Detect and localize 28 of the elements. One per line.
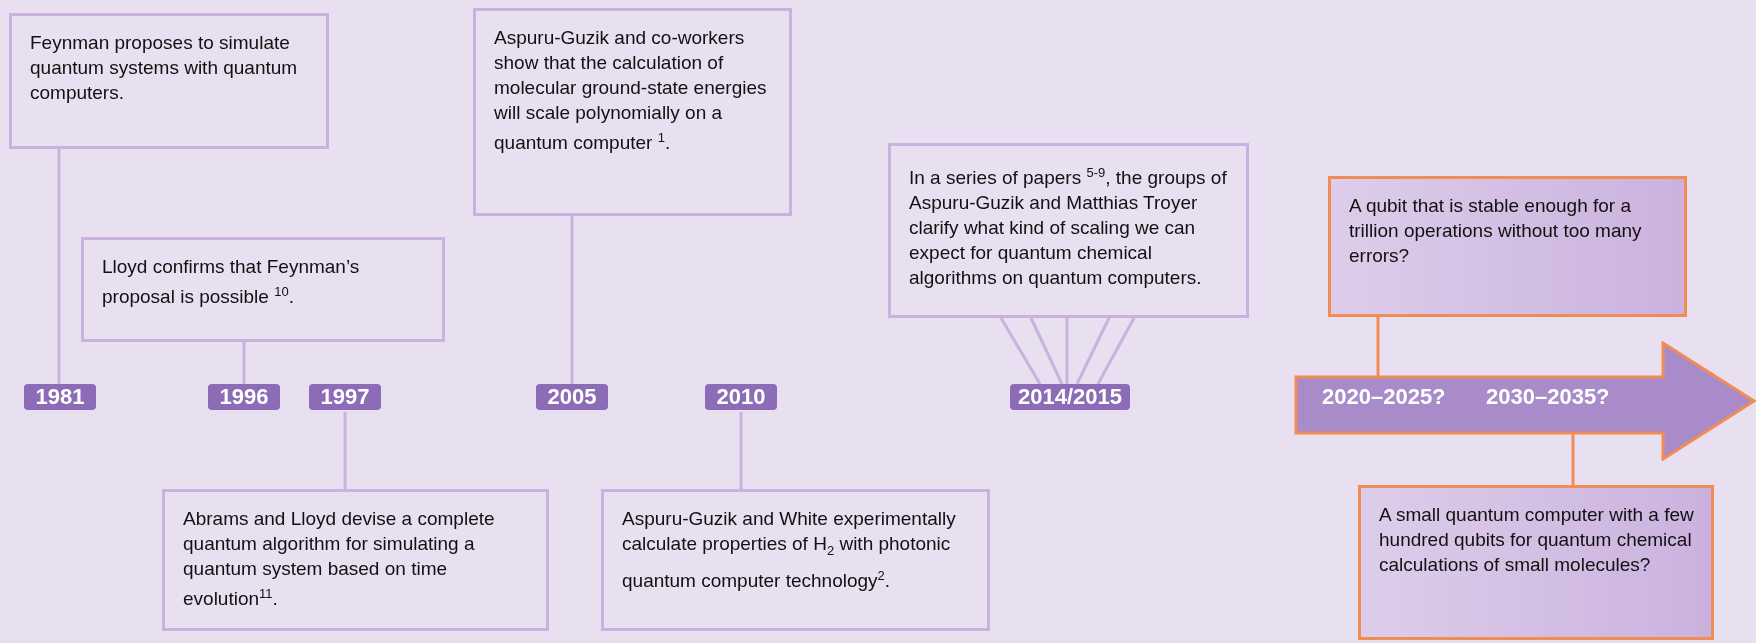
year-label: 1981: [24, 384, 96, 410]
event-box: Aspuru-Guzik and White experimentally calculate properties of H$_{2}$ with photonic quantum computer technology$^{2}$.: [601, 489, 990, 631]
connector-line: [1065, 318, 1069, 384]
connector-line: [1075, 317, 1111, 385]
event-box: A qubit that is stable enough for a trillion operations without too many errors?: [1328, 176, 1687, 317]
connector-line: [1029, 317, 1064, 385]
event-box: Feynman proposes to simulate quantum systems with quantum computers.: [9, 13, 329, 149]
year-label: 1997: [309, 384, 381, 410]
event-box: Lloyd confirms that Feynman’s proposal is possible $^{10}$.: [81, 237, 445, 342]
year-label: 1996: [208, 384, 280, 410]
connector-line: [1096, 317, 1136, 385]
connector-line: [242, 342, 246, 384]
connector-line: [999, 317, 1042, 385]
connector-line: [1571, 433, 1575, 485]
year-label: 2010: [705, 384, 777, 410]
event-box: In a series of papers $^{5-9}$, the groups of Aspuru-Guzik and Matthias Troyer clarify what kind of scaling we can expect for quantum chemical algorithms on quantum computers.: [888, 143, 1249, 318]
connector-line: [570, 216, 574, 384]
period-label: 2030–2035?: [1486, 384, 1610, 410]
connector-line: [1376, 317, 1380, 377]
year-label: 2014/2015: [1010, 384, 1130, 410]
connector-line: [57, 149, 61, 384]
year-label: 2005: [536, 384, 608, 410]
connector-line: [343, 412, 347, 489]
event-box: Aspuru-Guzik and co-workers show that the calculation of molecular ground-state energies will scale polynomially on a quantum computer $^{1}$.: [473, 8, 792, 216]
period-label: 2020–2025?: [1322, 384, 1446, 410]
event-box: A small quantum computer with a few hundred qubits for quantum chemical calculations of small molecules?: [1358, 485, 1714, 640]
event-box: Abrams and Lloyd devise a complete quantum algorithm for simulating a quantum system based on time evolution$^{11}$.: [162, 489, 549, 631]
connector-line: [739, 412, 743, 489]
